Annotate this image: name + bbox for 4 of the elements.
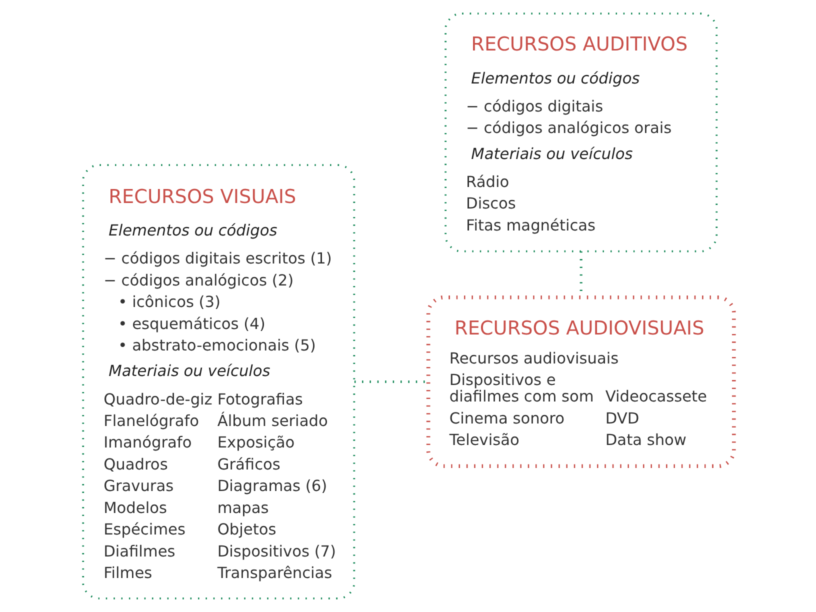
node-box: RECURSOS AUDIOVISUAIS Recursos audiovisuais Dispositivos e diafilmes com som Videocassete Cinema sonoro DVD Televisão Data show	[426, 295, 736, 468]
connector	[354, 380, 428, 384]
node-box: RECURSOS VISUAIS Elementos ou códigos − códigos digitais escritos (1) − códigos analógicos (2) • icônicos (3) • esquemáticos (4) • abstrato-emocionais (5) Materiais ou veículos Quadro-de-giz Fotografias Flanelógrafo Álbum seriado Imanógrafo Exposição Quadros Gráficos Gravuras Diagramas (6) Modelos mapas Espécimes Objetos Diafilmes Dispositivos (7) Filmes Transparências	[82, 164, 355, 600]
node-box: RECURSOS AUDITIVOS Elementos ou códigos − códigos digitais − códigos analógicos orais Materiais ou veículos Rádio Discos Fitas magnéticas	[444, 12, 718, 252]
